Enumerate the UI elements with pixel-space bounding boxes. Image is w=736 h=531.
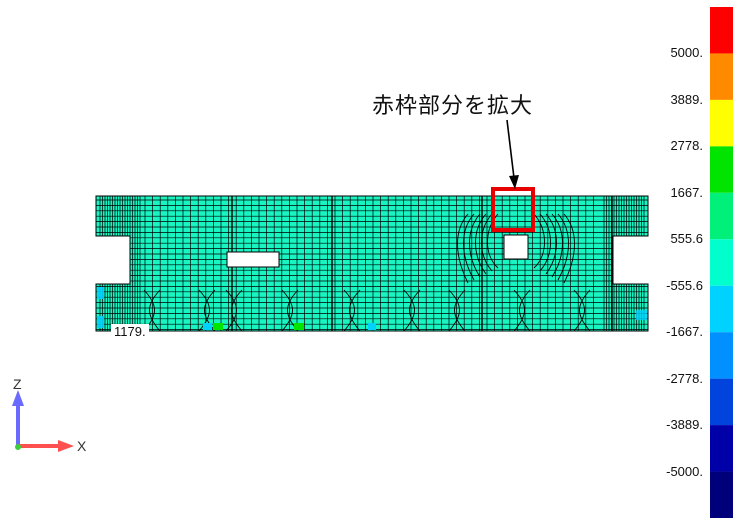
x-axis-arrow: [58, 440, 74, 452]
contour-line: [403, 289, 415, 331]
contour-line: [457, 213, 469, 284]
contour-line: [475, 213, 487, 275]
contour-patch: [368, 323, 376, 330]
mesh-model: [95, 195, 649, 332]
legend-swatch: [710, 192, 733, 240]
legend-tick-label: 2778.: [670, 138, 703, 154]
highlight-frame: [491, 187, 535, 232]
contour-line: [349, 289, 361, 331]
legend-swatch: [710, 285, 733, 333]
contour-patch: [213, 323, 223, 330]
axis-triad: [12, 390, 74, 452]
contour-line: [533, 213, 545, 269]
contour-line: [519, 289, 531, 331]
legend-swatch: [710, 146, 733, 193]
contour-patch: [636, 310, 647, 320]
legend-tick-label: 1667.: [670, 184, 703, 200]
contour-patch: [294, 323, 304, 330]
contour-patch: [97, 316, 104, 328]
legend-tick-label: 555.6: [670, 231, 703, 247]
contour-line: [463, 213, 475, 281]
contour-line: [149, 289, 161, 331]
contour-line: [343, 289, 355, 331]
contour-line: [539, 213, 551, 272]
z-axis-label: Z: [13, 376, 22, 392]
legend-swatch: [710, 378, 733, 426]
contour-line: [198, 289, 210, 331]
legend-tick-label: -1667.: [666, 324, 703, 340]
opening-square: [503, 234, 529, 260]
contour-line: [563, 213, 575, 284]
legend-tick-label: 3889.: [670, 91, 703, 107]
contour-line: [545, 213, 557, 275]
annotation-arrow: [506, 119, 519, 189]
contour-line: [513, 289, 525, 331]
x-axis-label: X: [77, 438, 87, 454]
annotation-text: 赤枠部分を拡大: [372, 94, 534, 119]
legend-swatch: [710, 239, 733, 286]
color-legend-bar: [710, 7, 733, 518]
node-value-label: 1179.: [111, 324, 149, 339]
contour-line: [551, 213, 563, 278]
legend-tick-label: -5000.: [666, 463, 703, 479]
legend-swatch: [710, 425, 733, 472]
z-axis-arrow: [12, 390, 24, 406]
opening-slot: [226, 251, 280, 268]
contour-patch: [97, 287, 104, 299]
contour-line: [409, 289, 421, 331]
legend-tick-label: 5000.: [670, 45, 703, 61]
contour-line: [481, 213, 493, 272]
contour-line: [281, 289, 293, 331]
contour-line: [579, 289, 591, 331]
contour-line: [469, 213, 481, 278]
contour-line: [454, 289, 466, 331]
legend-swatch: [710, 332, 733, 379]
legend-swatch: [710, 7, 733, 54]
contour-patch: [203, 323, 212, 330]
contour-line: [231, 289, 243, 331]
contour-line: [557, 213, 569, 281]
legend-tick-label: -2778.: [666, 370, 703, 386]
contour-line: [573, 289, 585, 331]
legend-swatch: [710, 471, 733, 518]
legend-swatch: [710, 53, 733, 100]
legend-swatch: [710, 99, 733, 147]
contour-line: [448, 289, 460, 331]
mesh-grid: [96, 196, 648, 331]
contour-line: [225, 289, 237, 331]
legend-tick-label: -3889.: [666, 417, 703, 433]
legend-tick-label: -555.6: [666, 277, 703, 293]
